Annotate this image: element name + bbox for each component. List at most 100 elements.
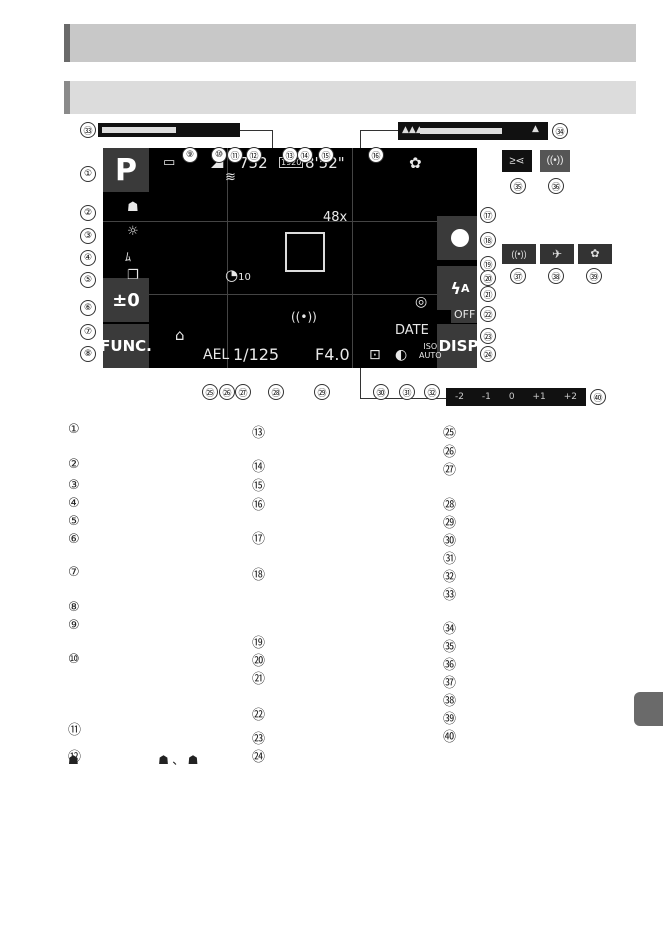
legend-number: ㊳: [443, 694, 457, 709]
shooting-mode-badge[interactable]: P: [103, 148, 149, 192]
callout-2: ②: [80, 205, 96, 221]
legend-number: ㉙: [443, 516, 457, 531]
legend-number: ㉘: [443, 498, 457, 513]
legend-number: ㉝: [443, 588, 457, 603]
legend-number: ⑥: [68, 532, 80, 547]
callout-12: ⑫: [246, 147, 262, 163]
af-frame: [285, 232, 325, 272]
legend-number: ㉕: [443, 426, 457, 441]
flash-icon: ϟ: [450, 278, 462, 298]
camera-screen: P ±0 FUNC. ϟA DISP. ☗ ☼ ﾑ ❐ ⌂ ▭ ◢ ≋ 752 …: [103, 148, 477, 368]
callout-34: ㉞: [552, 123, 568, 139]
legend-number: ㊴: [443, 712, 457, 727]
leader-line: [360, 130, 398, 131]
callout-1: ①: [80, 166, 96, 182]
callout-15: ⑮: [318, 147, 334, 163]
focus-range-bar: ▲▲▲ ▲: [398, 122, 548, 140]
record-dot-icon: [451, 229, 469, 247]
drive-mode-icon: ❐: [127, 268, 139, 283]
white-balance-icon: ☼: [127, 224, 139, 239]
grid-line: [227, 148, 228, 368]
metering-icon: ⊡: [369, 347, 381, 363]
legend-number: ⑩: [68, 652, 80, 667]
legend-number: ㉓: [252, 732, 266, 747]
leader-line: [360, 130, 361, 148]
callout-17: ⑰: [480, 207, 496, 223]
i-contrast-icon: ◐: [395, 347, 408, 363]
scale-tick: +2: [563, 392, 577, 402]
date-stamp: DATE: [395, 323, 429, 338]
exposure-comp-button[interactable]: ±0: [103, 278, 149, 322]
callout-27: ㉗: [235, 384, 251, 400]
callout-38: ㊳: [548, 268, 564, 284]
dynamic-range-icon: ﾑ: [125, 250, 132, 264]
side-tab: [634, 692, 663, 726]
legend-number: ④: [68, 496, 80, 511]
legend-number: ⑨: [68, 618, 80, 633]
legend-number: ㉛: [443, 552, 457, 567]
stabilization-mode-icon: ((•)): [540, 150, 570, 172]
disp-button[interactable]: DISP.: [437, 324, 477, 368]
legend-number: ㊱: [443, 658, 457, 673]
callout-5: ⑤: [80, 272, 96, 288]
is-panning-icon: ✈: [540, 244, 574, 264]
grid-line: [352, 148, 353, 368]
self-timer-icon: ◔10: [225, 266, 251, 284]
func-button[interactable]: FUNC.: [103, 324, 152, 368]
legend-number: ⑫: [68, 750, 82, 765]
callout-23: ㉓: [480, 328, 496, 344]
image-stabilization-icon: ((•)): [291, 310, 317, 324]
legend-number: ㉞: [443, 622, 457, 637]
macro-icon: ✿: [409, 154, 422, 172]
legend-number: ㉒: [252, 708, 266, 723]
touch-shutter-off-icon: OFF: [451, 306, 477, 323]
leader-line: [240, 130, 272, 131]
camera-shake-icon: ⌂: [175, 326, 185, 344]
my-colors-variant-icon: ☗: [187, 753, 199, 767]
legend-number: ㉗: [443, 463, 457, 478]
is-normal-icon: ((•)): [502, 244, 536, 264]
legend-number: ⑬: [252, 426, 266, 441]
callout-39: ㊴: [586, 268, 602, 284]
callout-16: ⑯: [368, 147, 384, 163]
my-colors-icon: ☗: [68, 753, 79, 767]
section-header-bar: [64, 24, 636, 62]
legend-number: ⑭: [252, 460, 266, 475]
footnote: ☗ ☗ 、 ☗: [68, 751, 198, 768]
infinity-icon: ▲▲▲: [402, 125, 423, 135]
scene-detect-icon: ≥⋖: [502, 150, 532, 172]
callout-20: ⑳: [480, 270, 496, 286]
focus-range-fill: [420, 128, 502, 134]
legend-number: ⑮: [252, 479, 266, 494]
callout-4: ④: [80, 250, 96, 266]
shutter-button[interactable]: [437, 216, 477, 260]
my-colors-variant-icon: ☗: [158, 753, 169, 767]
callout-13: ⑬: [282, 147, 298, 163]
legend-number: ⑰: [252, 532, 266, 547]
separator: 、: [172, 753, 185, 767]
grid-line: [103, 221, 477, 222]
legend-number: ⑧: [68, 600, 80, 615]
movie-time: 8'52": [305, 154, 345, 172]
callout-14: ⑭: [297, 147, 313, 163]
zoom-bar-fill: [102, 127, 176, 133]
legend-number: ②: [68, 457, 80, 472]
grid-line: [103, 294, 477, 295]
callout-24: ㉔: [480, 346, 496, 362]
ae-lock: AEL: [203, 347, 230, 363]
callout-32: ㉜: [424, 384, 440, 400]
blink-detection-icon: ◎: [415, 294, 428, 310]
legend-number: ⑯: [252, 498, 266, 513]
scale-tick: +1: [532, 392, 546, 402]
subsection-header-bar: [64, 81, 636, 114]
leader-line: [360, 368, 361, 398]
scale-tick: 0: [508, 392, 515, 402]
legend-number: ㉜: [443, 570, 457, 585]
legend-number: ㉚: [443, 534, 457, 549]
legend-number: ③: [68, 478, 80, 493]
legend-number: ⑤: [68, 514, 80, 529]
legend-number: ㉔: [252, 750, 266, 765]
zoom-bar: [98, 123, 240, 137]
